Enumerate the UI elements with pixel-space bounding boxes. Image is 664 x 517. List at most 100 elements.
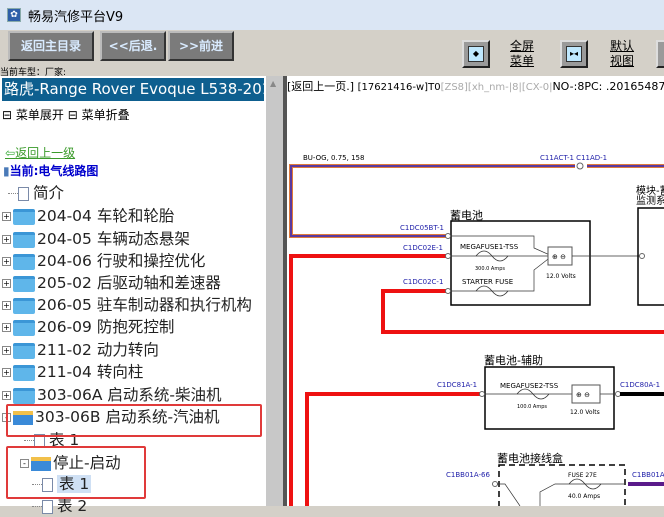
expand-icon: + bbox=[2, 235, 11, 244]
svg-text:蓄电池接线盒: 蓄电池接线盒 bbox=[497, 451, 563, 465]
tree-item[interactable]: +211-04 转向柱 bbox=[2, 363, 144, 381]
junction-box: 蓄电池接线盒 C1BB01A-66 FUSE 27E 40.0 Amps C1B… bbox=[446, 451, 664, 506]
expand-icon: + bbox=[2, 391, 11, 400]
folder-icon bbox=[13, 364, 35, 381]
tree-item[interactable]: +211-02 动力转向 bbox=[2, 341, 159, 359]
open-folder-icon bbox=[31, 456, 51, 471]
current-section: ▮当前:电气线路图 bbox=[3, 164, 99, 178]
svg-text:FUSE 27E: FUSE 27E bbox=[568, 472, 597, 479]
fullscreen-menu-button[interactable]: ◆ bbox=[462, 40, 490, 68]
folder-icon bbox=[13, 253, 35, 270]
svg-text:STARTER FUSE: STARTER FUSE bbox=[462, 278, 513, 286]
doc-number: NO-:8PC: .20165487 bbox=[552, 80, 664, 93]
tree-item[interactable]: 表 2 bbox=[32, 496, 87, 517]
svg-text:⊕ ⊖: ⊕ ⊖ bbox=[576, 391, 590, 399]
fullscreen-icon: ◆ bbox=[468, 46, 484, 62]
open-folder-icon bbox=[13, 410, 33, 425]
expand-icon: + bbox=[2, 279, 11, 288]
menu-toggle: ⊟ 菜单展开 ⊟ 菜单折叠 bbox=[2, 106, 130, 123]
forward-button[interactable]: >>前进 bbox=[168, 31, 234, 61]
content-header: [返回上一页.] [17621416-w]T0[ZS8][xh_nm-|8|[C… bbox=[287, 78, 664, 94]
svg-text:C1DC02E-1: C1DC02E-1 bbox=[403, 244, 443, 252]
tree-item[interactable]: +204-06 行驶和操控优化 bbox=[2, 252, 206, 270]
svg-text:监测系: 监测系 bbox=[636, 194, 664, 207]
expand-menu[interactable]: ⊟ 菜单展开 bbox=[2, 108, 64, 122]
fullscreen-menu-label[interactable]: 全屏菜单 bbox=[510, 39, 535, 68]
svg-text:C1BB01A-66: C1BB01A-66 bbox=[446, 471, 490, 479]
folder-icon bbox=[13, 231, 35, 248]
scroll-up-icon: ▲ bbox=[270, 79, 277, 88]
back-page-link[interactable]: [返回上一页.] bbox=[287, 80, 355, 93]
back-button[interactable]: <<后退. bbox=[100, 31, 166, 61]
wire-label: BU-OG, 0.75, 158 bbox=[303, 154, 364, 162]
red-wire bbox=[289, 254, 447, 506]
grey-code: [ZS8][xh_nm-|8|[CX-0| bbox=[440, 82, 553, 93]
split-view-icon: ▸◂ bbox=[566, 46, 582, 62]
folder-icon bbox=[13, 275, 35, 292]
doc-code: [17621416-w]T0 bbox=[357, 82, 441, 93]
expand-icon: + bbox=[2, 212, 11, 221]
default-view-button[interactable]: ▸◂ bbox=[560, 40, 588, 68]
document-icon bbox=[42, 477, 53, 492]
tree-item-open[interactable]: -停止-启动 bbox=[20, 453, 121, 474]
collapse-icon: - bbox=[20, 459, 29, 468]
svg-text:40.0 Amps: 40.0 Amps bbox=[568, 493, 600, 500]
expand-icon: + bbox=[2, 323, 11, 332]
highlight-box bbox=[6, 446, 146, 499]
aux-battery: 蓄电池-辅助 C1DC81A-1 MEGAFUSE2-TSS 100.0 Amp… bbox=[437, 353, 664, 430]
collapse-menu[interactable]: ⊟ 菜单折叠 bbox=[67, 108, 130, 122]
battery: 蓄电池 C1DC05BT-1 C1DC02E-1 C1DC02C-1 MEGAF… bbox=[400, 209, 645, 306]
app-icon: ✿ bbox=[7, 8, 21, 22]
document-icon bbox=[42, 499, 53, 514]
svg-text:蓄电池-辅助: 蓄电池-辅助 bbox=[484, 353, 543, 367]
svg-text:C1DC81A-1: C1DC81A-1 bbox=[437, 381, 477, 389]
expand-icon: + bbox=[2, 257, 11, 266]
svg-text:⊕ ⊖: ⊕ ⊖ bbox=[552, 253, 566, 261]
tree-item-intro[interactable]: 简介 bbox=[2, 183, 64, 204]
svg-text:12.0 Volts: 12.0 Volts bbox=[570, 409, 600, 416]
svg-text:C1BB01A: C1BB01A bbox=[632, 471, 664, 479]
folder-icon bbox=[13, 319, 35, 336]
wiring-diagram: BU-OG, 0.75, 158 C11ACT-1 C11AD-1 蓄电池 C1… bbox=[289, 154, 664, 506]
svg-text:12.0 Volts: 12.0 Volts bbox=[546, 273, 576, 280]
default-view-label[interactable]: 默认视图 bbox=[610, 39, 635, 68]
title-bar: ✿ 畅易汽修平台V9 bbox=[0, 0, 664, 30]
back-arrow-icon: ⇦ bbox=[5, 146, 16, 160]
purple-wire bbox=[289, 164, 664, 238]
svg-text:100.0 Amps: 100.0 Amps bbox=[517, 404, 547, 410]
expand-icon: + bbox=[2, 301, 11, 310]
current-model-label: 当前车型：厂家: bbox=[0, 68, 67, 78]
svg-text:MEGAFUSE1-TSS: MEGAFUSE1-TSS bbox=[460, 243, 519, 251]
sidebar-scrollbar[interactable]: ▲ bbox=[266, 76, 283, 506]
expand-icon: + bbox=[2, 346, 11, 355]
document-icon bbox=[18, 186, 29, 201]
panel-divider[interactable] bbox=[283, 76, 287, 506]
svg-text:300.0 Amps: 300.0 Amps bbox=[475, 266, 505, 272]
home-button[interactable]: 返回主目录 bbox=[8, 31, 94, 61]
svg-text:C1DC02C-1: C1DC02C-1 bbox=[403, 278, 443, 286]
window-title: 畅易汽修平台V9 bbox=[28, 10, 124, 25]
folder-icon bbox=[13, 387, 35, 404]
tree-item[interactable]: +206-05 驻车制动器和执行机构 bbox=[2, 296, 252, 314]
more-button[interactable] bbox=[656, 40, 664, 68]
module: 模块-蓄 监测系 bbox=[636, 185, 664, 306]
tree-item[interactable]: +204-04 车轮和轮胎 bbox=[2, 207, 175, 225]
tree-item[interactable]: +303-06A 启动系统-柴油机 bbox=[2, 386, 222, 404]
back-up-link[interactable]: ⇦返回上一级 bbox=[5, 146, 76, 160]
tree-item[interactable]: +206-09 防抱死控制 bbox=[2, 318, 175, 336]
folder-icon bbox=[13, 342, 35, 359]
folder-icon bbox=[13, 208, 35, 225]
tree-item-selected[interactable]: 表 1 bbox=[32, 474, 92, 495]
vehicle-title: 路虎-Range Rover Evoque L538-2014 bbox=[2, 78, 264, 101]
tree-item[interactable]: +204-05 车辆动态悬架 bbox=[2, 230, 190, 248]
svg-text:C1DC80A-1: C1DC80A-1 bbox=[620, 381, 660, 389]
tree-item[interactable]: +205-02 后驱动轴和差速器 bbox=[2, 274, 221, 292]
svg-text:蓄电池: 蓄电池 bbox=[450, 209, 483, 222]
svg-text:模块-蓄: 模块-蓄 bbox=[636, 185, 664, 197]
svg-text:MEGAFUSE2-TSS: MEGAFUSE2-TSS bbox=[500, 382, 559, 390]
svg-text:C1DC05BT-1: C1DC05BT-1 bbox=[400, 224, 444, 232]
computer-icon: ▮ bbox=[3, 164, 10, 178]
folder-icon bbox=[13, 297, 35, 314]
red-wire bbox=[305, 392, 481, 506]
red-wire bbox=[381, 289, 664, 334]
